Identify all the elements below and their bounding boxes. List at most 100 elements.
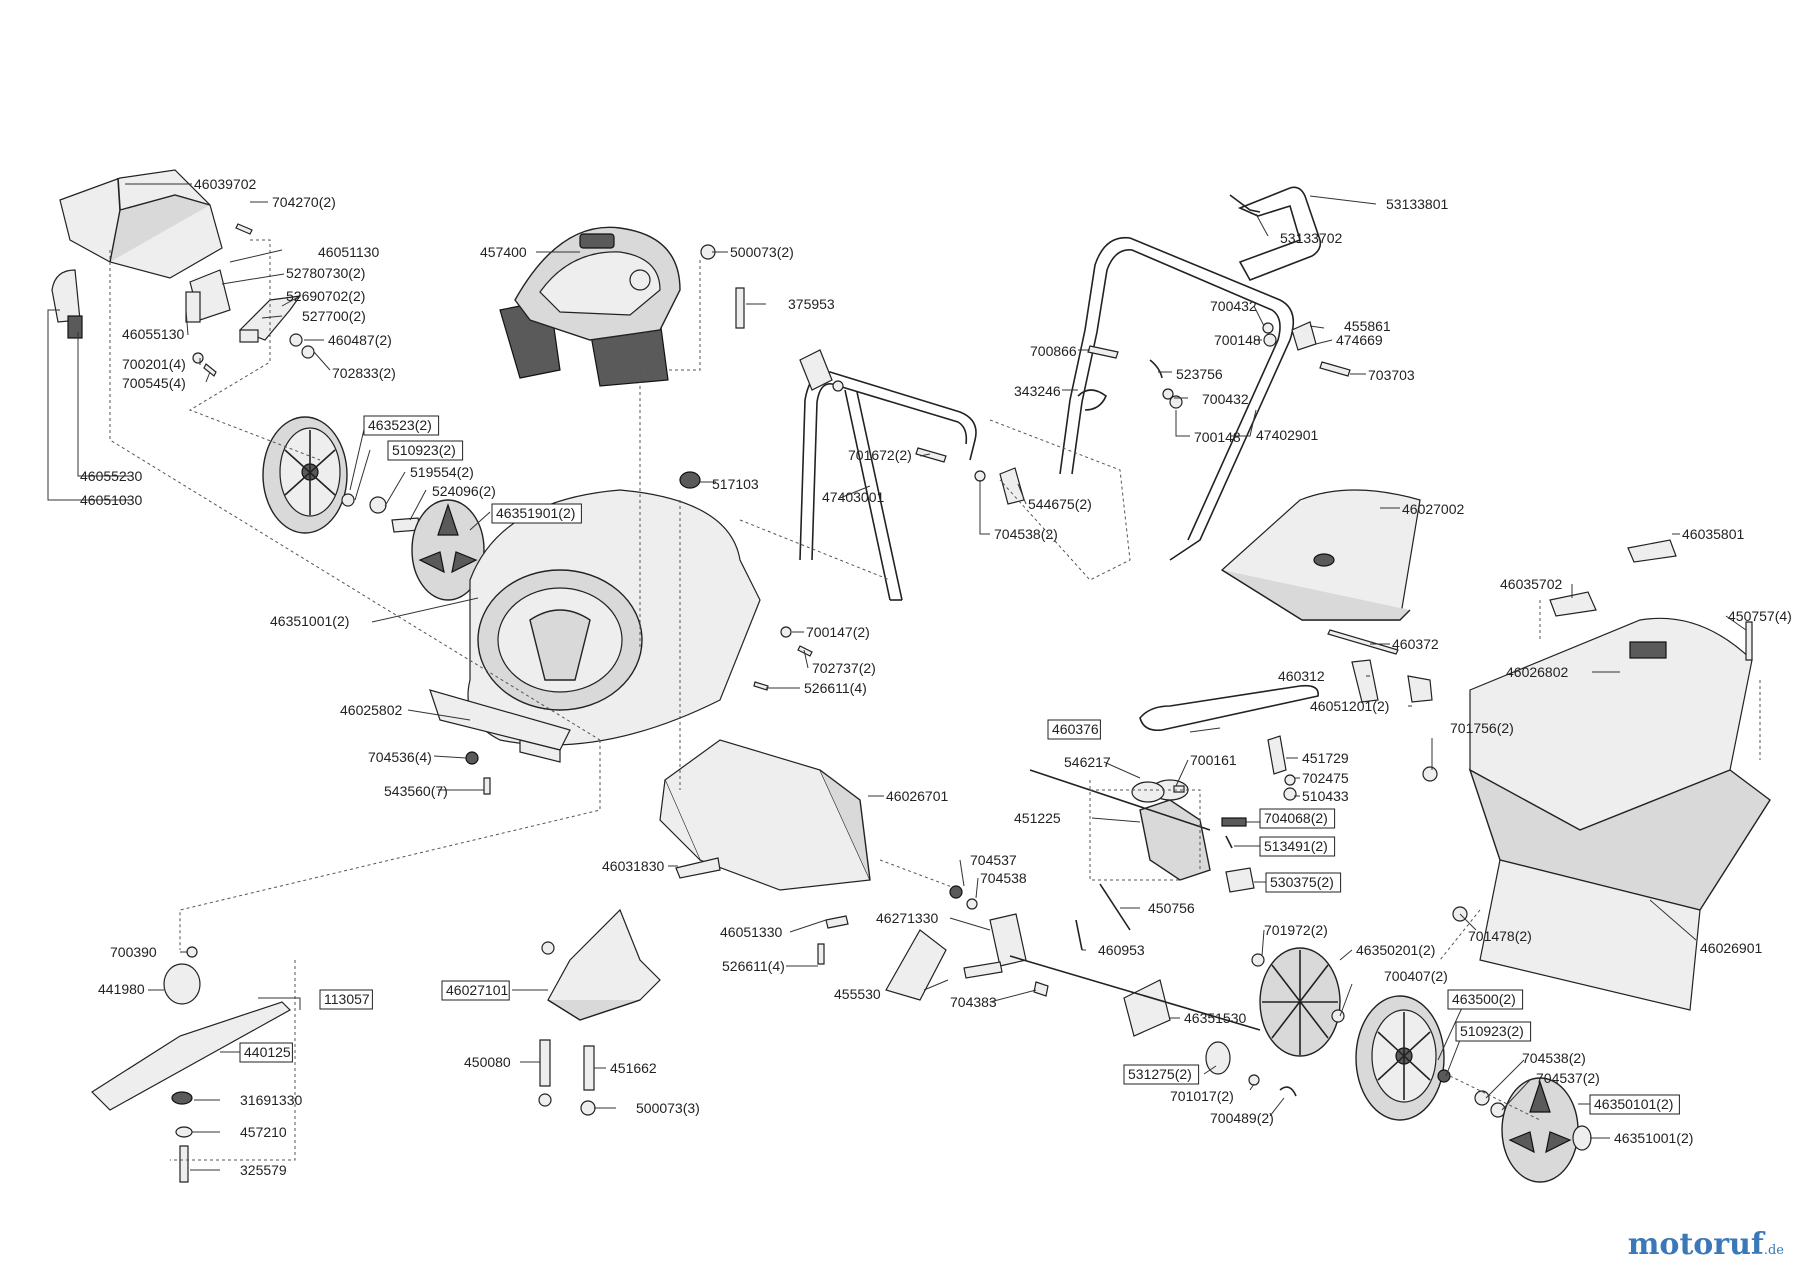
part-number-text: 463523(2) (368, 417, 432, 433)
part-label-450080: 450080 (464, 1054, 511, 1070)
handle-clamp-left (799, 349, 833, 391)
part-number-text: 460953 (1098, 942, 1145, 958)
part-number-text: 527700(2) (302, 308, 366, 324)
part-label-500073a: 500073(2) (730, 244, 794, 260)
part-label-546217: 546217 (1064, 754, 1111, 770)
part-number-text: 46055230 (80, 468, 143, 484)
part-number-text: 46350201(2) (1356, 942, 1435, 958)
knob-46051201 (1407, 675, 1433, 703)
part-number-text: 460312 (1278, 668, 1325, 684)
part-number-text: 700147(2) (806, 624, 870, 640)
part-number-text: 46351530 (1184, 1010, 1247, 1026)
washer-700407 (1331, 1009, 1345, 1023)
hinge-bracket-left (51, 269, 81, 323)
part-number-text: 701756(2) (1450, 720, 1514, 736)
part-number-text: 463500(2) (1452, 991, 1516, 1007)
part-label-544675: 544675(2) (1028, 496, 1092, 512)
grassbox-part (1468, 617, 1771, 1011)
label-box (1589, 1094, 1680, 1115)
part-label-46026901: 46026901 (1700, 940, 1763, 956)
rear-wheel-left (262, 416, 348, 534)
part-label-46031830: 46031830 (602, 858, 665, 874)
pinion-531275 (1205, 1041, 1231, 1075)
part-label-46039702: 46039702 (194, 176, 257, 192)
washer-704538-upper (974, 470, 986, 482)
part-number-text: 455530 (834, 986, 881, 1002)
part-number-text: 460487(2) (328, 332, 392, 348)
part-label-451729: 451729 (1302, 750, 1349, 766)
hinge-plate-left (67, 315, 83, 339)
part-label-700201: 700201(4) (122, 356, 186, 372)
lower-handle-part (799, 371, 977, 601)
part-number-text: 543560(7) (384, 783, 448, 799)
part-label-463500: 463500(2) (1447, 989, 1524, 1010)
part-label-46051130: 46051130 (318, 244, 379, 260)
bolt-375953 (735, 287, 745, 329)
part-number-text: 52780730(2) (286, 265, 365, 281)
part-label-46351530: 46351530 (1184, 1010, 1247, 1026)
bracket-460312 (1351, 659, 1379, 703)
part-number-text: 546217 (1064, 754, 1111, 770)
part-label-531275: 531275(2) (1123, 1064, 1200, 1085)
part-number-text: 441980 (98, 981, 145, 997)
part-number-text: 450756 (1148, 900, 1195, 916)
part-number-text: 46026802 (1506, 664, 1569, 680)
part-label-441980: 441980 (98, 981, 145, 997)
part-number-text: 46026901 (1700, 940, 1763, 956)
part-number-text: 701017(2) (1170, 1088, 1234, 1104)
screw-450757 (1745, 621, 1753, 661)
part-label-526611b: 526611(4) (722, 958, 785, 974)
part-label-451225: 451225 (1014, 810, 1061, 826)
screw-702737 (797, 645, 813, 657)
bearing-530375 (1225, 867, 1255, 893)
washer-704538-right (1474, 1090, 1490, 1106)
part-label-510923a: 510923(2) (387, 440, 464, 461)
rear-housing-part (659, 739, 871, 891)
part-number-text: 46051030 (80, 492, 143, 508)
brand-suffix: .de (1763, 1243, 1784, 1258)
part-number-text: 47403001 (822, 489, 885, 505)
part-label-46027002: 46027002 (1402, 501, 1465, 517)
part-label-46051201: 46051201(2) (1310, 698, 1389, 714)
part-number-text: 46350101(2) (1594, 1096, 1673, 1112)
part-number-text: 46351901(2) (496, 505, 575, 521)
part-number-labels: 46039702704270(2)4605113052780730(2)5269… (80, 176, 1792, 1178)
screw-543560 (483, 777, 491, 795)
part-number-text: 450080 (464, 1054, 511, 1070)
part-label-451662: 451662 (610, 1060, 657, 1076)
key-700161 (1173, 785, 1185, 793)
part-label-460953: 460953 (1098, 942, 1145, 958)
part-number-text: 517103 (712, 476, 759, 492)
label-box (1455, 1021, 1532, 1042)
spring-523756 (1149, 359, 1163, 379)
part-label-47403001: 47403001 (822, 489, 885, 505)
spring-450080 (539, 1039, 551, 1087)
part-label-46351001a: 46351001(2) (270, 613, 349, 629)
washer-457210 (175, 1126, 193, 1138)
part-number-text: 53133801 (1386, 196, 1449, 212)
part-number-text: 52690702(2) (286, 288, 365, 304)
part-number-text: 530375(2) (1270, 874, 1334, 890)
part-label-46025802: 46025802 (340, 702, 403, 718)
part-label-474669: 474669 (1336, 332, 1383, 348)
part-number-text: 451662 (610, 1060, 657, 1076)
part-label-46035702: 46035702 (1500, 576, 1563, 592)
part-number-text: 451729 (1302, 750, 1349, 766)
part-label-700545: 700545(4) (122, 375, 186, 391)
part-label-517103: 517103 (712, 476, 759, 492)
part-label-31691330: 31691330 (240, 1092, 303, 1108)
part-number-text: 700545(4) (122, 375, 186, 391)
blade-440125 (91, 1001, 291, 1111)
part-number-text: 700201(4) (122, 356, 186, 372)
label-box (1259, 836, 1336, 857)
part-number-text: 510433 (1302, 788, 1349, 804)
part-label-343246: 343246 (1014, 383, 1061, 399)
part-label-46035801: 46035801 (1682, 526, 1745, 542)
nut-700148-lower (1169, 395, 1183, 409)
part-number-text: 457400 (480, 244, 527, 260)
nut-702833 (301, 345, 315, 359)
part-label-702475: 702475 (1302, 770, 1349, 786)
leader-lines (47, 183, 1747, 1171)
part-number-text: 46027101 (446, 982, 509, 998)
part-number-text: 500073(2) (730, 244, 794, 260)
